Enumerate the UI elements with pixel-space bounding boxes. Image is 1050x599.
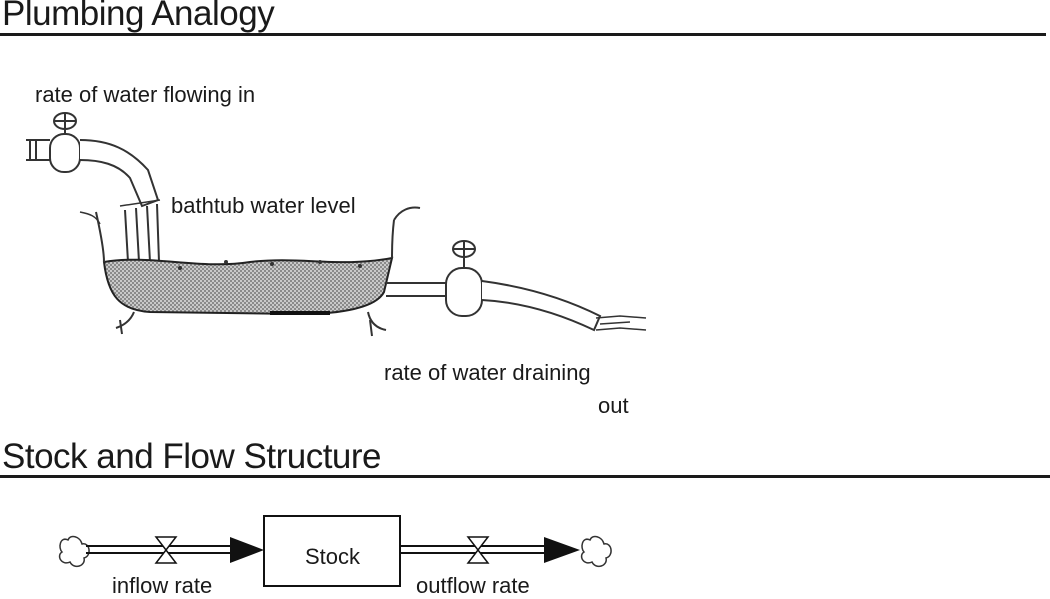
flow-valve-icon [466, 536, 490, 564]
arrowhead-icon [544, 537, 580, 563]
drain-caption-line2: out [598, 393, 629, 418]
faucet-icon [26, 133, 161, 263]
drain-caption-line1: rate of water draining [384, 360, 591, 385]
arrowhead-icon [230, 537, 264, 563]
outflow-pipe [400, 537, 580, 563]
stock-label: Stock [305, 544, 361, 569]
inflow-rate-label: inflow rate [112, 573, 213, 598]
plumbing-heading-rule [0, 33, 1046, 36]
drain-valve-handle-icon [452, 240, 476, 268]
flow-valve-icon [154, 536, 178, 564]
stock-box [263, 515, 401, 587]
stock-flow-heading-rule [0, 475, 1050, 478]
stock-flow-heading: Stock and Flow Structure [2, 437, 382, 476]
water-level-caption: bathtub water level [171, 193, 356, 218]
plumbing-heading: Plumbing Analogy [2, 0, 275, 33]
inflow-pipe [86, 537, 264, 563]
bathtub [79, 206, 421, 337]
outflow-rate-label: outflow rate [416, 573, 530, 598]
cloud-sink-icon [580, 535, 612, 568]
cloud-source-icon [58, 535, 90, 568]
inflow-caption: rate of water flowing in [35, 82, 256, 107]
valve-handle-icon [53, 112, 77, 134]
